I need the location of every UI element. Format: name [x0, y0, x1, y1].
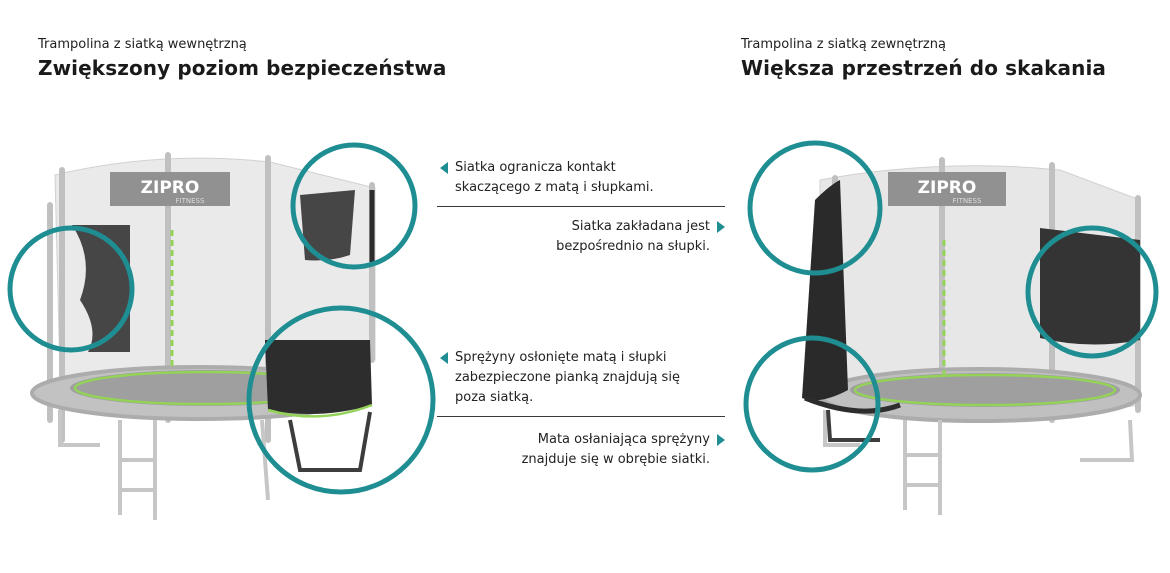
note-mat-inside: Mata osłaniająca sprężyny znajduje się w… — [522, 430, 725, 470]
right-callout-circle-net — [1025, 225, 1159, 359]
note-net-on-poles: Siatka zakładana jest bezpośrednio na sł… — [556, 217, 725, 257]
arrow-left-icon — [440, 162, 448, 174]
note-net-limits-contact: Siatka ogranicza kontakt skaczącego z ma… — [440, 158, 654, 198]
left-trampoline — [30, 152, 376, 520]
right-brand-banner — [888, 172, 1006, 206]
right-brand-logo: ZIPRO — [918, 178, 977, 198]
left-callout-circle-top — [290, 142, 418, 270]
left-callout-circle-springs — [246, 305, 436, 495]
arrow-left-icon — [440, 352, 448, 364]
right-callout-circle-top — [747, 140, 883, 276]
left-brand-banner — [110, 172, 230, 206]
left-title: Zwiększony poziom bezpieczeństwa — [38, 56, 447, 80]
note-text: Siatka zakładana jest bezpośrednio na sł… — [556, 219, 710, 254]
right-subtitle: Trampolina z siatką zewnętrzną — [741, 37, 946, 52]
left-brand-sub: FITNESS — [176, 197, 205, 205]
divider-top — [437, 206, 725, 207]
left-callout-circle-net — [7, 225, 135, 353]
right-title: Większa przestrzeń do skakania — [741, 56, 1107, 80]
note-text: Siatka ogranicza kontakt skaczącego z ma… — [455, 160, 654, 195]
left-headline: Trampolina z siatką wewnętrzną Zwiększon… — [38, 37, 447, 80]
arrow-right-icon — [717, 434, 725, 446]
left-subtitle: Trampolina z siatką wewnętrzną — [38, 37, 247, 52]
note-springs-outside: Sprężyny osłonięte matą i słupki zabezpi… — [440, 348, 680, 408]
right-callout-circle-mat — [743, 335, 881, 473]
right-brand-sub: FITNESS — [953, 197, 982, 205]
right-trampoline — [802, 157, 1142, 515]
arrow-right-icon — [717, 221, 725, 233]
divider-bottom — [437, 416, 725, 417]
right-headline: Trampolina z siatką zewnętrzną Większa p… — [741, 37, 1106, 80]
left-brand-logo: ZIPRO — [141, 178, 200, 198]
note-text: Sprężyny osłonięte matą i słupki zabezpi… — [455, 350, 680, 405]
note-text: Mata osłaniająca sprężyny znajduje się w… — [521, 432, 710, 467]
